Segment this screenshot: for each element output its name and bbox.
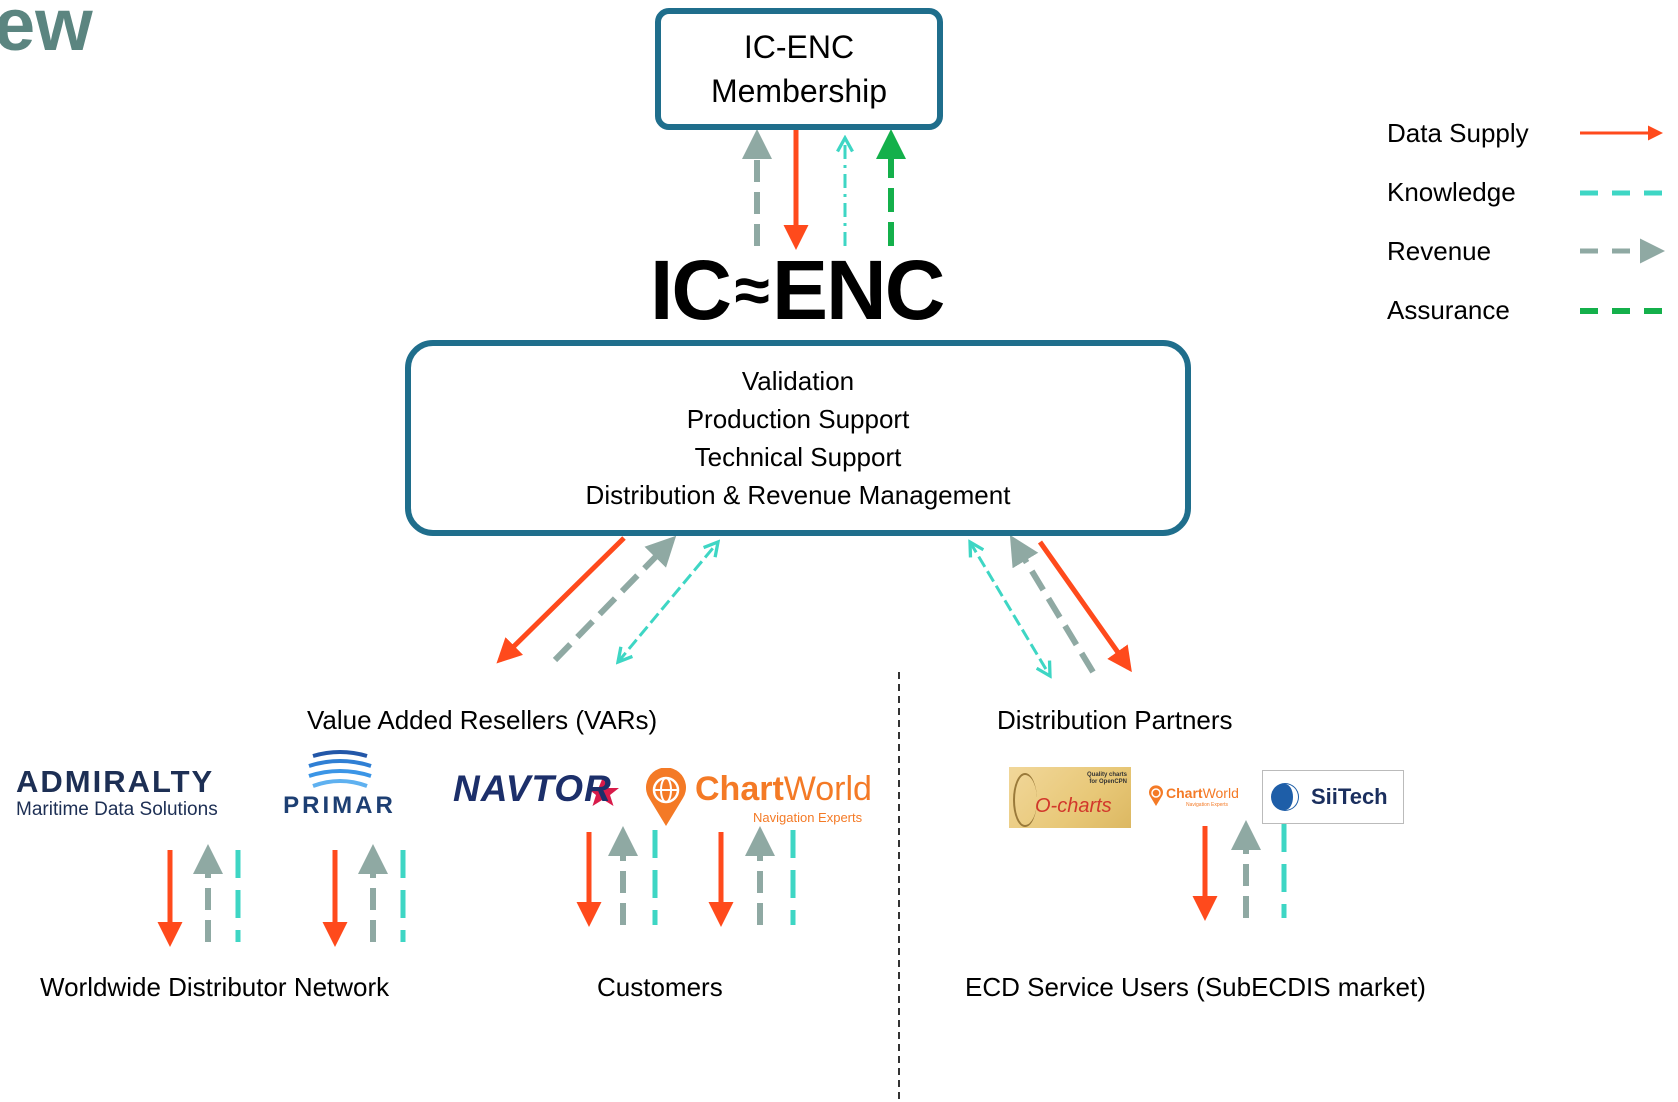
- chartworld-logo-subtitle: Navigation Experts: [753, 810, 863, 825]
- primar-logo-text: PRIMAR: [283, 792, 396, 819]
- service-technical-support: Technical Support: [694, 442, 902, 472]
- customers-label: Customers: [597, 972, 723, 1002]
- vars-label: Value Added Resellers (VARs): [307, 705, 658, 735]
- navtor-logo: NAVTOR: [453, 768, 612, 809]
- globe-icon: [1013, 773, 1037, 827]
- page-title-partial: ew: [0, 0, 93, 66]
- primar-logo: PRIMAR: [267, 748, 412, 820]
- primar-wave-icon: [307, 750, 372, 788]
- legend-data-supply-label: Data Supply: [1387, 118, 1529, 148]
- knowledge-arrow-partners: [970, 542, 1050, 676]
- service-production-support: Production Support: [686, 404, 910, 434]
- chartworld-small-chart: Chart: [1166, 785, 1203, 801]
- chartworld-logo-chart: Chart: [695, 770, 784, 808]
- knowledge-arrow-vars: [618, 542, 718, 662]
- ocharts-logo: Quality charts for OpenCPN O-charts: [1009, 767, 1131, 828]
- siitech-logo: SiiTech: [1262, 770, 1404, 824]
- membership-box: IC-ENC Membership: [655, 8, 943, 130]
- service-validation: Validation: [741, 366, 855, 396]
- admiralty-logo: ADMIRALTY Maritime Data Solutions: [16, 765, 218, 821]
- admiralty-logo-name: ADMIRALTY: [16, 764, 215, 799]
- ocharts-logo-text: O-charts: [1035, 795, 1112, 817]
- icenc-logo-left: IC: [650, 243, 732, 337]
- icenc-logo-right: ENC: [772, 243, 945, 337]
- ecd-users-label: ECD Service Users (SubECDIS market): [965, 972, 1426, 1002]
- chartworld-small-subtitle: Navigation Experts: [1186, 802, 1228, 808]
- siitech-logo-text: SiiTech: [1311, 784, 1388, 809]
- globe-pin-icon: [1149, 785, 1163, 806]
- worldwide-network-label: Worldwide Distributor Network: [40, 972, 390, 1002]
- legend-assurance-label: Assurance: [1387, 295, 1510, 325]
- legend-revenue-label: Revenue: [1387, 236, 1492, 266]
- membership-title-line1: IC-ENC: [743, 29, 855, 65]
- wave-icon: ≈: [734, 254, 769, 326]
- legend-knowledge-label: Knowledge: [1387, 177, 1516, 207]
- star-icon: [587, 777, 619, 806]
- admiralty-logo-subtitle: Maritime Data Solutions: [16, 799, 218, 820]
- data-supply-arrow-to-partners: [1037, 540, 1132, 673]
- data-supply-arrow-to-vars: [496, 536, 626, 664]
- distribution-partners-label: Distribution Partners: [997, 705, 1233, 735]
- revenue-arrow-from-vars: [552, 535, 677, 663]
- chartworld-small-world: World: [1202, 785, 1239, 801]
- icenc-logo: IC≈ENC: [650, 248, 950, 332]
- globe-pin-icon: [646, 768, 686, 826]
- siitech-circle-icon: [1271, 783, 1299, 811]
- service-distribution-revenue: Distribution & Revenue Management: [585, 480, 1011, 510]
- revenue-arrow-from-partners: [1009, 534, 1096, 674]
- membership-title-line2: Membership: [710, 73, 888, 109]
- services-box: Validation Production Support Technical …: [405, 340, 1191, 536]
- ocharts-tagline: Quality charts for OpenCPN: [1086, 772, 1127, 785]
- chartworld-logo-world: World: [783, 770, 872, 808]
